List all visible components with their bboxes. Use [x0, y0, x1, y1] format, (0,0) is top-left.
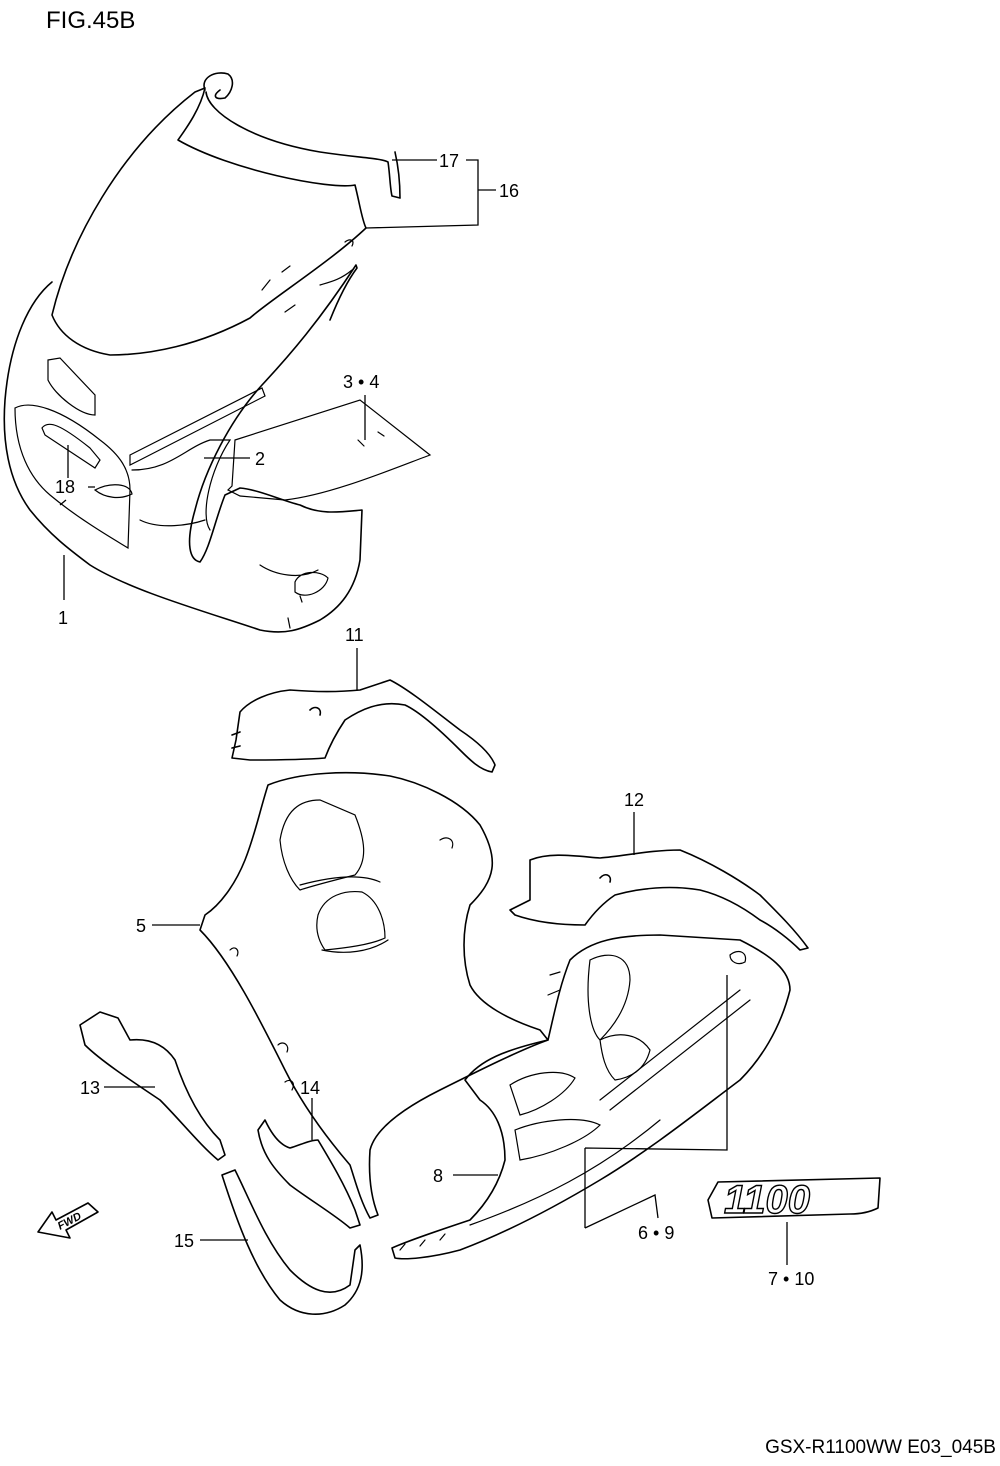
callout-13: 13	[80, 1078, 100, 1098]
callout-12: 12	[624, 790, 644, 810]
part-14	[257, 1119, 361, 1229]
part-11	[231, 679, 496, 773]
fwd-arrow-icon: FWD	[37, 1202, 99, 1239]
callout-18: 18	[55, 477, 75, 497]
callout-2: 2	[255, 449, 265, 469]
callout-15: 15	[174, 1231, 194, 1251]
callout-5: 5	[136, 916, 146, 936]
callout-16: 16	[499, 181, 519, 201]
part-13	[79, 1011, 226, 1161]
upper-fairing	[3, 264, 363, 633]
callout-8: 8	[433, 1166, 443, 1186]
model-code: GSX-R1100WW E03_045B	[765, 1437, 996, 1458]
fwd-label: FWD	[56, 1210, 84, 1232]
callout-7-10: 7 • 10	[768, 1269, 814, 1289]
part-12	[509, 849, 809, 951]
callout-3-4: 3 • 4	[343, 372, 379, 392]
callout-14: 14	[300, 1078, 320, 1098]
callout-labels: 17 16 3 • 4 2 18 1 11 12 5 13 14 8 15 6 …	[55, 151, 814, 1289]
side-fairing-left	[199, 771, 549, 1219]
callout-6-9: 6 • 9	[638, 1223, 674, 1243]
side-fairing-right	[391, 934, 791, 1260]
figure-title: FIG.45B	[46, 7, 135, 34]
part-15	[221, 1169, 363, 1315]
windscreen	[51, 87, 367, 356]
callout-11: 11	[345, 625, 364, 645]
decal-1100-text: 1100	[724, 1178, 810, 1222]
upper-fairing-assembly	[3, 72, 432, 633]
part-5	[199, 771, 549, 1219]
decal-1100: 1100	[707, 1177, 881, 1223]
windscreen-trim	[203, 72, 401, 199]
callout-17: 17	[439, 151, 459, 171]
part-8-side-fairing-right	[391, 934, 791, 1260]
leader-lines	[59, 159, 788, 1265]
callout-1: 1	[58, 608, 68, 628]
